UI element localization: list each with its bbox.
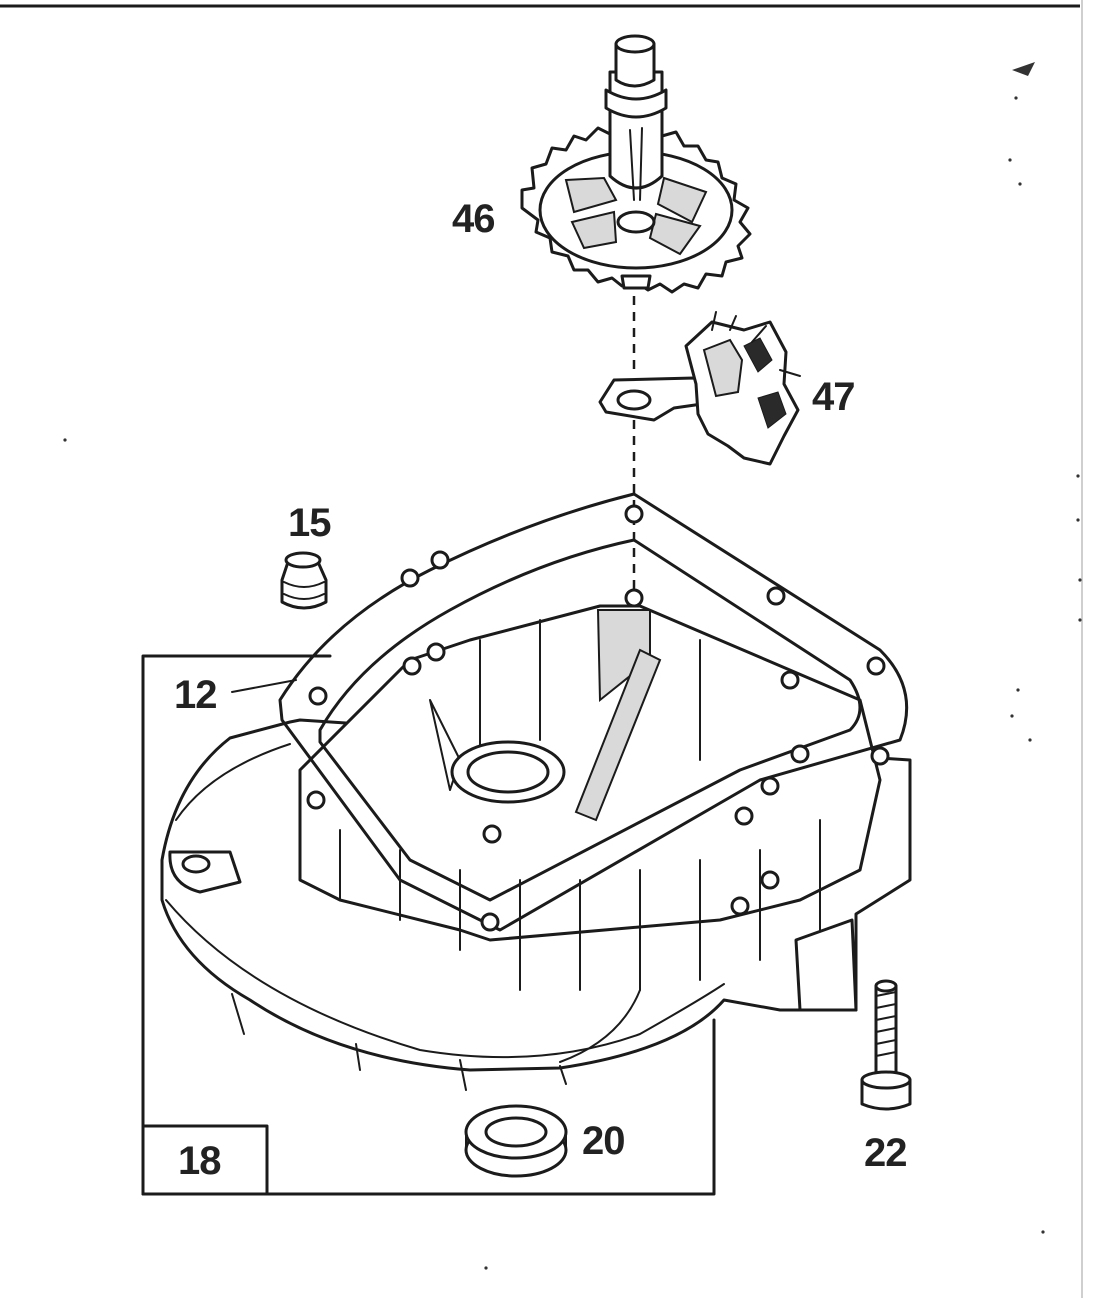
gasket-leader: [231, 679, 297, 693]
gasket-part: [278, 492, 909, 932]
scan-specks: [63, 62, 1082, 1270]
seal-part: [464, 1104, 568, 1178]
callout-47: 47: [812, 375, 855, 419]
callout-22: 22: [864, 1131, 907, 1175]
governor-weights: [702, 338, 744, 398]
gear-spoke-4: [648, 212, 702, 256]
callout-46: 46: [452, 197, 495, 241]
gasket-outer: [278, 492, 909, 932]
sump-lever: [574, 648, 662, 822]
gasket-inner: [318, 538, 862, 902]
gear-teeth: [520, 124, 752, 294]
callout-12: 12: [174, 673, 217, 717]
gear-bottom-boss: [620, 274, 652, 290]
gear-shaft: [608, 70, 664, 190]
gear-spoke-2: [656, 176, 708, 224]
governor-part: [598, 311, 801, 466]
screw-part: [860, 979, 912, 1111]
flange-edge: [175, 743, 291, 821]
shaft-end: [614, 34, 656, 54]
governor-body: [684, 320, 800, 466]
sump-frame: [141, 654, 716, 1196]
shaft-tip: [614, 42, 656, 88]
sump-body: [160, 604, 912, 1091]
sump-lug: [168, 850, 242, 894]
gear-spoke-3: [570, 210, 618, 250]
shaft-shading: [629, 129, 635, 201]
gear-part: [520, 34, 752, 294]
callout-18: 18: [178, 1139, 221, 1183]
sump-label-box: [141, 1124, 269, 1196]
gear-hub: [616, 210, 656, 234]
gear-spoke-1: [564, 176, 618, 214]
governor-hole: [616, 389, 652, 411]
callout-15: 15: [288, 501, 331, 545]
shaft-collar: [604, 88, 668, 119]
sump-wall: [298, 604, 882, 942]
callout-20: 20: [582, 1119, 625, 1163]
plug-part: [280, 551, 328, 610]
gasket-bolt-holes: [306, 504, 890, 932]
